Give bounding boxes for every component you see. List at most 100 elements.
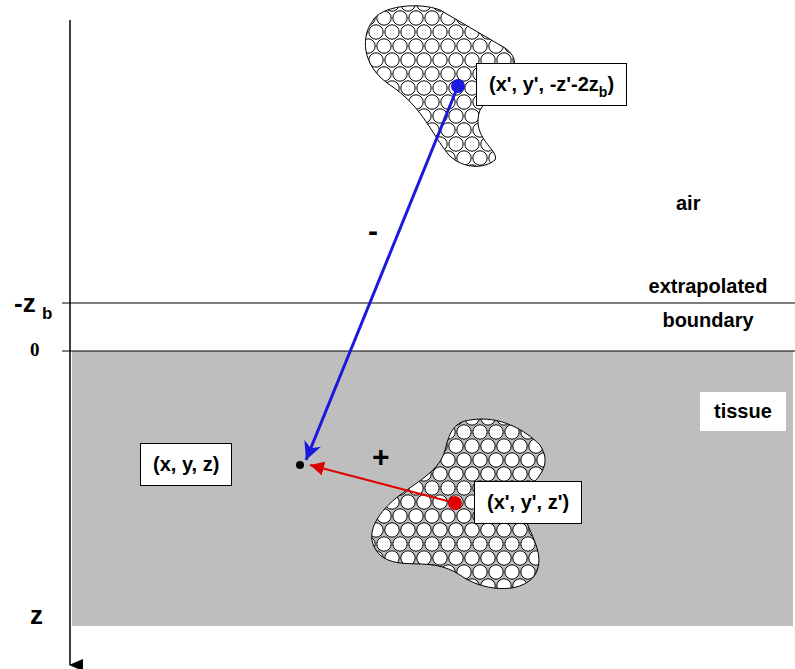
particle xyxy=(449,109,463,123)
particle xyxy=(505,151,519,165)
particle xyxy=(417,439,431,453)
extrapolated-boundary-line xyxy=(62,303,795,304)
particle xyxy=(473,151,487,165)
particle xyxy=(513,439,527,453)
particle xyxy=(377,151,391,165)
particle xyxy=(481,0,495,11)
particle xyxy=(385,25,399,39)
particle xyxy=(409,123,423,137)
particle xyxy=(409,537,423,551)
particle xyxy=(497,137,511,151)
particle xyxy=(441,151,455,165)
particle xyxy=(473,11,487,25)
particle xyxy=(497,439,511,453)
particle xyxy=(473,453,487,467)
particle xyxy=(377,425,391,439)
particle xyxy=(521,453,535,467)
particle xyxy=(353,81,367,95)
subscript: b xyxy=(42,304,52,324)
particle xyxy=(377,39,391,53)
coordinate-box: (x, y, z) xyxy=(140,443,232,486)
particle xyxy=(409,453,423,467)
boundary-label: extrapolated boundary xyxy=(628,269,788,337)
particle xyxy=(481,439,495,453)
particle xyxy=(361,151,375,165)
image-point xyxy=(451,79,465,93)
particle xyxy=(369,109,383,123)
particle xyxy=(401,467,415,481)
particle xyxy=(529,523,543,537)
particle xyxy=(497,523,511,537)
particle xyxy=(529,579,543,593)
particle xyxy=(441,425,455,439)
particle xyxy=(401,53,415,67)
particle xyxy=(425,565,439,579)
particle xyxy=(409,39,423,53)
particle xyxy=(513,523,527,537)
particle xyxy=(361,481,375,495)
particle xyxy=(361,565,375,579)
particle xyxy=(505,425,519,439)
particle xyxy=(449,25,463,39)
particle xyxy=(489,565,503,579)
particle xyxy=(537,537,551,551)
particle xyxy=(553,565,567,579)
particle xyxy=(481,137,495,151)
field-point xyxy=(296,461,304,469)
particle xyxy=(433,165,447,179)
particle xyxy=(481,165,495,179)
particle xyxy=(409,11,423,25)
particle xyxy=(393,537,407,551)
particle xyxy=(353,551,367,565)
particle xyxy=(465,523,479,537)
particle xyxy=(441,39,455,53)
particle xyxy=(369,25,383,39)
z-axis xyxy=(69,20,71,665)
particle xyxy=(505,123,519,137)
particle xyxy=(441,509,455,523)
particle xyxy=(385,523,399,537)
particle xyxy=(545,439,559,453)
particle xyxy=(449,165,463,179)
particle xyxy=(425,39,439,53)
particle xyxy=(473,565,487,579)
particle xyxy=(385,137,399,151)
particle xyxy=(449,579,463,593)
particle xyxy=(353,109,367,123)
particle xyxy=(369,579,383,593)
particle xyxy=(465,551,479,565)
particle xyxy=(377,67,391,81)
particle xyxy=(353,579,367,593)
particle xyxy=(377,565,391,579)
coordinate-text: (x, y, z) xyxy=(153,453,219,475)
particle xyxy=(505,39,519,53)
particle xyxy=(353,523,367,537)
particle xyxy=(377,537,391,551)
particle xyxy=(361,425,375,439)
particle xyxy=(457,565,471,579)
sign-label: + xyxy=(372,440,390,474)
particle xyxy=(489,453,503,467)
particle xyxy=(377,11,391,25)
particle xyxy=(393,453,407,467)
particle xyxy=(385,411,399,425)
particle xyxy=(369,551,383,565)
axis-label: z xyxy=(30,600,43,631)
particle xyxy=(465,137,479,151)
particle xyxy=(497,467,511,481)
particle xyxy=(449,53,463,67)
particle xyxy=(449,523,463,537)
particle xyxy=(393,151,407,165)
particle xyxy=(505,565,519,579)
particle xyxy=(441,67,455,81)
particle xyxy=(505,537,519,551)
particle xyxy=(497,0,511,11)
particle xyxy=(353,137,367,151)
particle xyxy=(409,565,423,579)
particle xyxy=(465,165,479,179)
axis-tick-label: 0 xyxy=(30,339,40,361)
particle xyxy=(457,67,471,81)
coordinate-text: (x', y', z') xyxy=(487,491,569,513)
particle xyxy=(465,579,479,593)
